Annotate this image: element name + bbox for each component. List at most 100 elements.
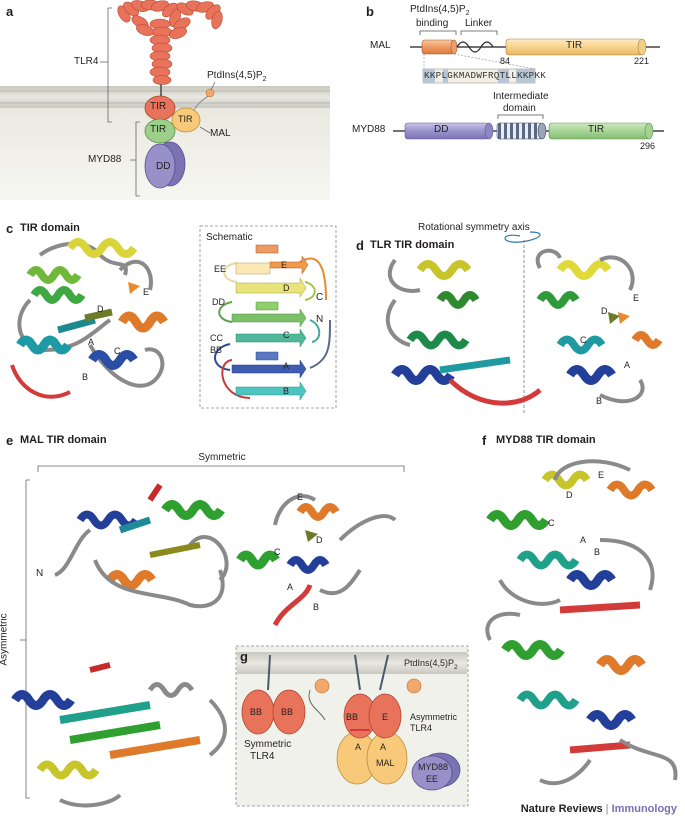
myd88-tir-label: TIR bbox=[588, 124, 605, 135]
e-label-g: E bbox=[382, 712, 389, 722]
panel-g-diagram bbox=[235, 645, 469, 807]
symmetric-label: Symmetric bbox=[198, 452, 246, 463]
symmetric-bracket bbox=[37, 465, 405, 472]
bb-label-3: BB bbox=[346, 712, 359, 722]
schematic-a: A bbox=[283, 361, 290, 371]
panel-b-diagram bbox=[393, 30, 664, 140]
panel-c-label: c bbox=[6, 221, 14, 236]
d-struct-e: E bbox=[633, 293, 640, 303]
c-struct-b: B bbox=[82, 372, 89, 382]
e-struct-e: E bbox=[297, 492, 304, 502]
mal-tir-label: TIR bbox=[566, 40, 583, 51]
panel-f-structure bbox=[485, 459, 678, 786]
asymmetric-tlr4-label-2: TLR4 bbox=[410, 723, 433, 733]
c-struct-c: C bbox=[114, 346, 121, 356]
mal-sequence: KKPLGKMADWFRQTLLKKPKK bbox=[424, 70, 547, 81]
panel-a-diagram bbox=[0, 0, 330, 200]
strand-dd-label: DD bbox=[212, 297, 225, 307]
tir-lower-label: TIR bbox=[150, 124, 167, 135]
asymmetric-tlr4-label-1: Asymmetric bbox=[410, 712, 457, 722]
schematic-b: B bbox=[283, 386, 290, 396]
a-label-g2: A bbox=[380, 742, 387, 752]
tlr4-ectodomain bbox=[117, 0, 223, 85]
ptdins-headgroup-a bbox=[205, 88, 215, 98]
mal-linker bbox=[456, 41, 494, 53]
f-struct-a: A bbox=[580, 535, 587, 545]
e-struct-b: B bbox=[313, 602, 320, 612]
mal-label-b: MAL bbox=[370, 40, 391, 51]
d-struct-c: C bbox=[580, 335, 587, 345]
journal-name: Nature Reviews bbox=[520, 803, 603, 815]
intermediate-label: Intermediate bbox=[493, 91, 549, 102]
symmetric-tlr4-right bbox=[272, 689, 306, 735]
f-struct-c: C bbox=[548, 518, 555, 528]
mal-position-221: 221 bbox=[634, 56, 650, 66]
ptdins-headgroup-g1 bbox=[314, 678, 330, 694]
asymmetric-bracket bbox=[25, 479, 30, 799]
rotational-axis-label: Rotational symmetry axis bbox=[418, 222, 530, 233]
myd88-bracket bbox=[135, 121, 140, 197]
schematic-d: D bbox=[283, 283, 290, 293]
domain-label: domain bbox=[503, 103, 536, 114]
panel-c-structure bbox=[10, 238, 168, 399]
ptdins-headgroup-g2 bbox=[406, 678, 422, 694]
panel-e-label: e bbox=[6, 433, 14, 448]
myd88-intermediate-domain bbox=[496, 122, 543, 140]
tir-mal-label: TIR bbox=[178, 114, 193, 124]
membrane-g bbox=[237, 652, 467, 674]
ee-label-g: EE bbox=[426, 774, 439, 784]
bb-label-1: BB bbox=[250, 707, 263, 717]
panel-c-title: TIR domain bbox=[20, 222, 80, 234]
binding-label: binding bbox=[416, 18, 449, 29]
symmetric-tlr4-label-2: TLR4 bbox=[250, 751, 275, 762]
ptdins-binding-label: PtdIns(4,5)P2 bbox=[410, 4, 470, 17]
asymmetric-label: Asymmetric bbox=[0, 613, 10, 666]
panel-c-schematic bbox=[199, 225, 337, 409]
a-label-g1: A bbox=[355, 742, 362, 752]
myd88-label-b: MYD88 bbox=[352, 124, 386, 135]
schematic-n-terminus: N bbox=[316, 314, 324, 325]
tlr4-label: TLR4 bbox=[74, 56, 99, 67]
panel-e-structure bbox=[11, 465, 405, 808]
panel-e-title: MAL TIR domain bbox=[20, 434, 107, 446]
journal-credit: Nature Reviews | Immunology bbox=[521, 803, 677, 815]
panel-f-title: MYD88 TIR domain bbox=[496, 434, 596, 446]
journal-separator: | bbox=[602, 803, 612, 815]
e-struct-d: D bbox=[316, 535, 323, 545]
f-struct-d: D bbox=[566, 490, 573, 500]
mal-position-84: 84 bbox=[500, 56, 511, 66]
panel-d-label: d bbox=[356, 238, 364, 253]
f-struct-b: B bbox=[594, 547, 601, 557]
tlr4-bracket bbox=[107, 7, 112, 123]
panel-d-title: TLR TIR domain bbox=[370, 239, 455, 251]
myd88-position-296: 296 bbox=[640, 141, 656, 151]
strand-cc-label: CC bbox=[210, 333, 223, 343]
ptdins-label-a: PtdIns(4,5)P2 bbox=[207, 70, 267, 83]
death-domain-front bbox=[144, 143, 176, 189]
panel-g-label: g bbox=[240, 649, 248, 664]
d-struct-d: D bbox=[601, 306, 608, 316]
schematic-c-terminus: C bbox=[316, 292, 324, 303]
mal-tir-domain bbox=[171, 107, 201, 133]
mal-ptdins-binding-region bbox=[421, 39, 455, 55]
symmetric-tlr4-label-1: Symmetric bbox=[244, 739, 292, 750]
bb-label-2: BB bbox=[281, 707, 294, 717]
schematic-e: E bbox=[281, 260, 288, 270]
e-struct-a: A bbox=[287, 582, 294, 592]
mal-label-g: MAL bbox=[376, 758, 395, 768]
d-struct-a: A bbox=[624, 360, 631, 370]
myd88-dd-label: DD bbox=[434, 124, 449, 135]
panel-b-label: b bbox=[366, 4, 374, 19]
strand-ee-label: EE bbox=[214, 264, 227, 274]
d-struct-b: B bbox=[596, 396, 603, 406]
journal-section: Immunology bbox=[611, 803, 677, 815]
schematic-c: C bbox=[283, 330, 290, 340]
e-struct-c: C bbox=[274, 547, 281, 557]
f-struct-e: E bbox=[598, 470, 605, 480]
dd-label-a: DD bbox=[156, 161, 171, 172]
panel-d-structure bbox=[385, 231, 663, 415]
panel-f-label: f bbox=[482, 433, 487, 448]
linker-label: Linker bbox=[465, 18, 493, 29]
myd88-ee-front bbox=[411, 755, 453, 791]
